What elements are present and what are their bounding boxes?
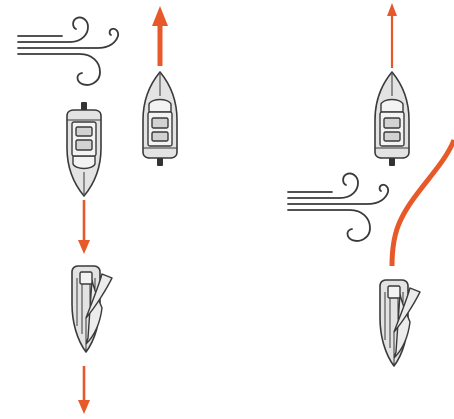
powerboat-icon <box>374 71 410 167</box>
course-curve <box>389 139 454 267</box>
heading-arrow <box>78 366 90 414</box>
left-panel <box>17 6 178 414</box>
sailboat-icon <box>379 279 421 367</box>
wind-gust-icon <box>287 172 390 242</box>
heading-arrow <box>387 3 397 68</box>
heading-arrow <box>78 200 90 254</box>
powerboat-icon <box>66 101 102 197</box>
powerboat-icon <box>142 71 178 167</box>
heading-arrow <box>152 6 168 66</box>
right-panel <box>287 3 454 367</box>
wind-gust-icon <box>17 16 120 86</box>
sailboat-icon <box>71 265 113 353</box>
